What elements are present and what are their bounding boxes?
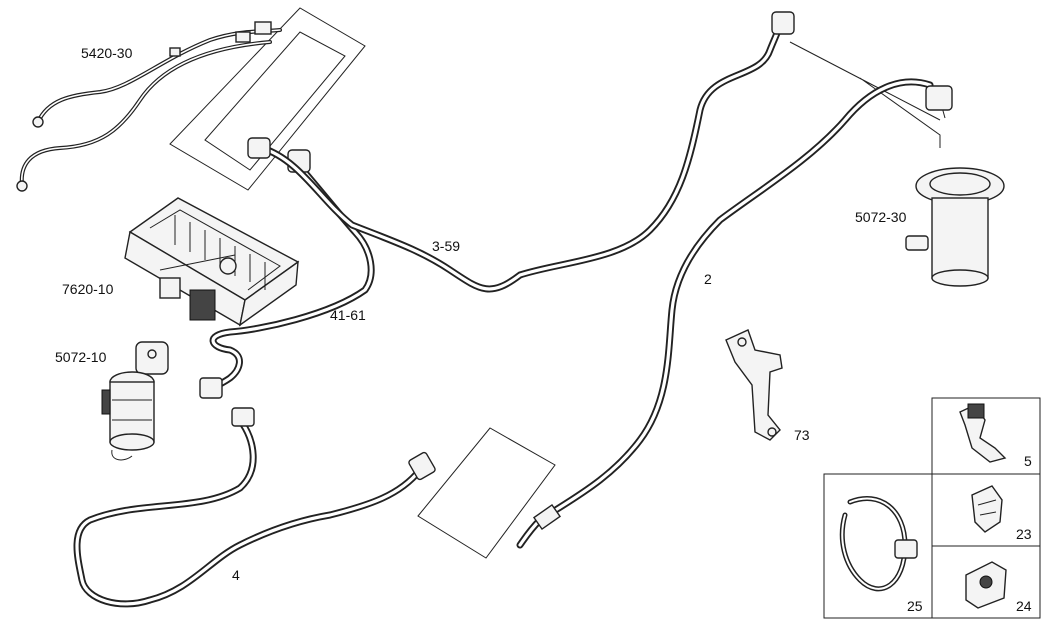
label-2: 2: [704, 271, 712, 287]
label-7620-10: 7620-10: [62, 281, 114, 297]
label-4: 4: [232, 567, 240, 583]
part-5420-30-fuel-lines[interactable]: [16, 7, 366, 192]
label-24: 24: [1016, 598, 1032, 614]
part-24-clip[interactable]: [965, 561, 1007, 609]
part-2-fuel-pipe[interactable]: [516, 78, 953, 549]
part-3-59-fuel-pipe[interactable]: [247, 11, 795, 293]
label-5: 5: [1024, 453, 1032, 469]
part-5072-10-fuel-filter[interactable]: [101, 341, 169, 461]
label-5072-10: 5072-10: [55, 349, 107, 365]
label-41-61: 41-61: [330, 307, 366, 323]
inset-panels: [823, 397, 1041, 619]
part-5-clip[interactable]: [959, 403, 1007, 463]
part-7620-10-fuel-tank[interactable]: [124, 197, 300, 327]
label-5420-30: 5420-30: [81, 45, 133, 61]
part-73-bracket[interactable]: [725, 329, 783, 441]
part-5072-30-fuel-pump[interactable]: [905, 167, 1005, 287]
part-25-clamp[interactable]: [839, 496, 918, 592]
label-3-59: 3-59: [432, 238, 460, 254]
label-73: 73: [794, 427, 810, 443]
part-23-clip[interactable]: [971, 485, 1003, 533]
part-4-fuel-pipe[interactable]: [73, 407, 556, 608]
label-5072-30: 5072-30: [855, 209, 907, 225]
label-25: 25: [907, 598, 923, 614]
part-41-61-fuel-pipe[interactable]: [199, 149, 375, 399]
label-23: 23: [1016, 526, 1032, 542]
